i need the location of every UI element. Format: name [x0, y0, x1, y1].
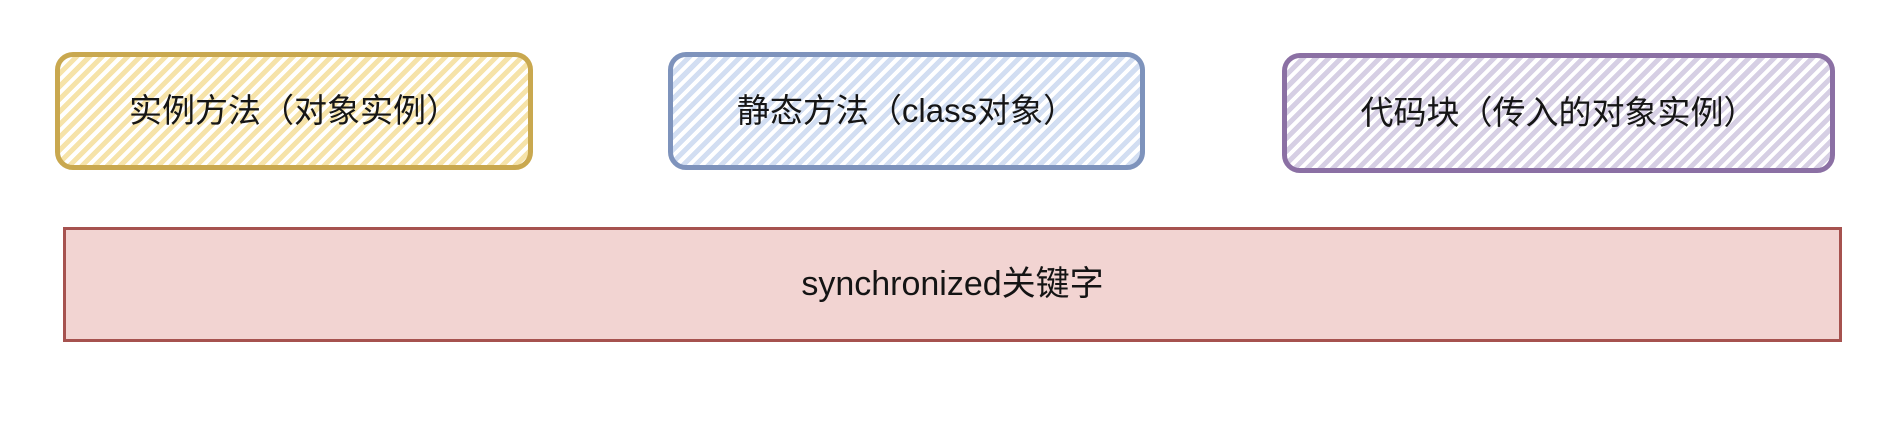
- synchronized-keyword-bar: synchronized关键字: [63, 227, 1842, 342]
- synchronized-keyword-label: synchronized关键字: [801, 265, 1104, 304]
- node-static-method: 静态方法（class对象）: [668, 52, 1145, 170]
- node-instance-method: 实例方法（对象实例）: [55, 52, 533, 170]
- node-static-method-label: 静态方法（class对象）: [736, 92, 1077, 130]
- node-code-block-label: 代码块（传入的对象实例）: [1360, 94, 1757, 132]
- node-instance-method-label: 实例方法（对象实例）: [129, 92, 459, 130]
- node-code-block: 代码块（传入的对象实例）: [1282, 53, 1835, 173]
